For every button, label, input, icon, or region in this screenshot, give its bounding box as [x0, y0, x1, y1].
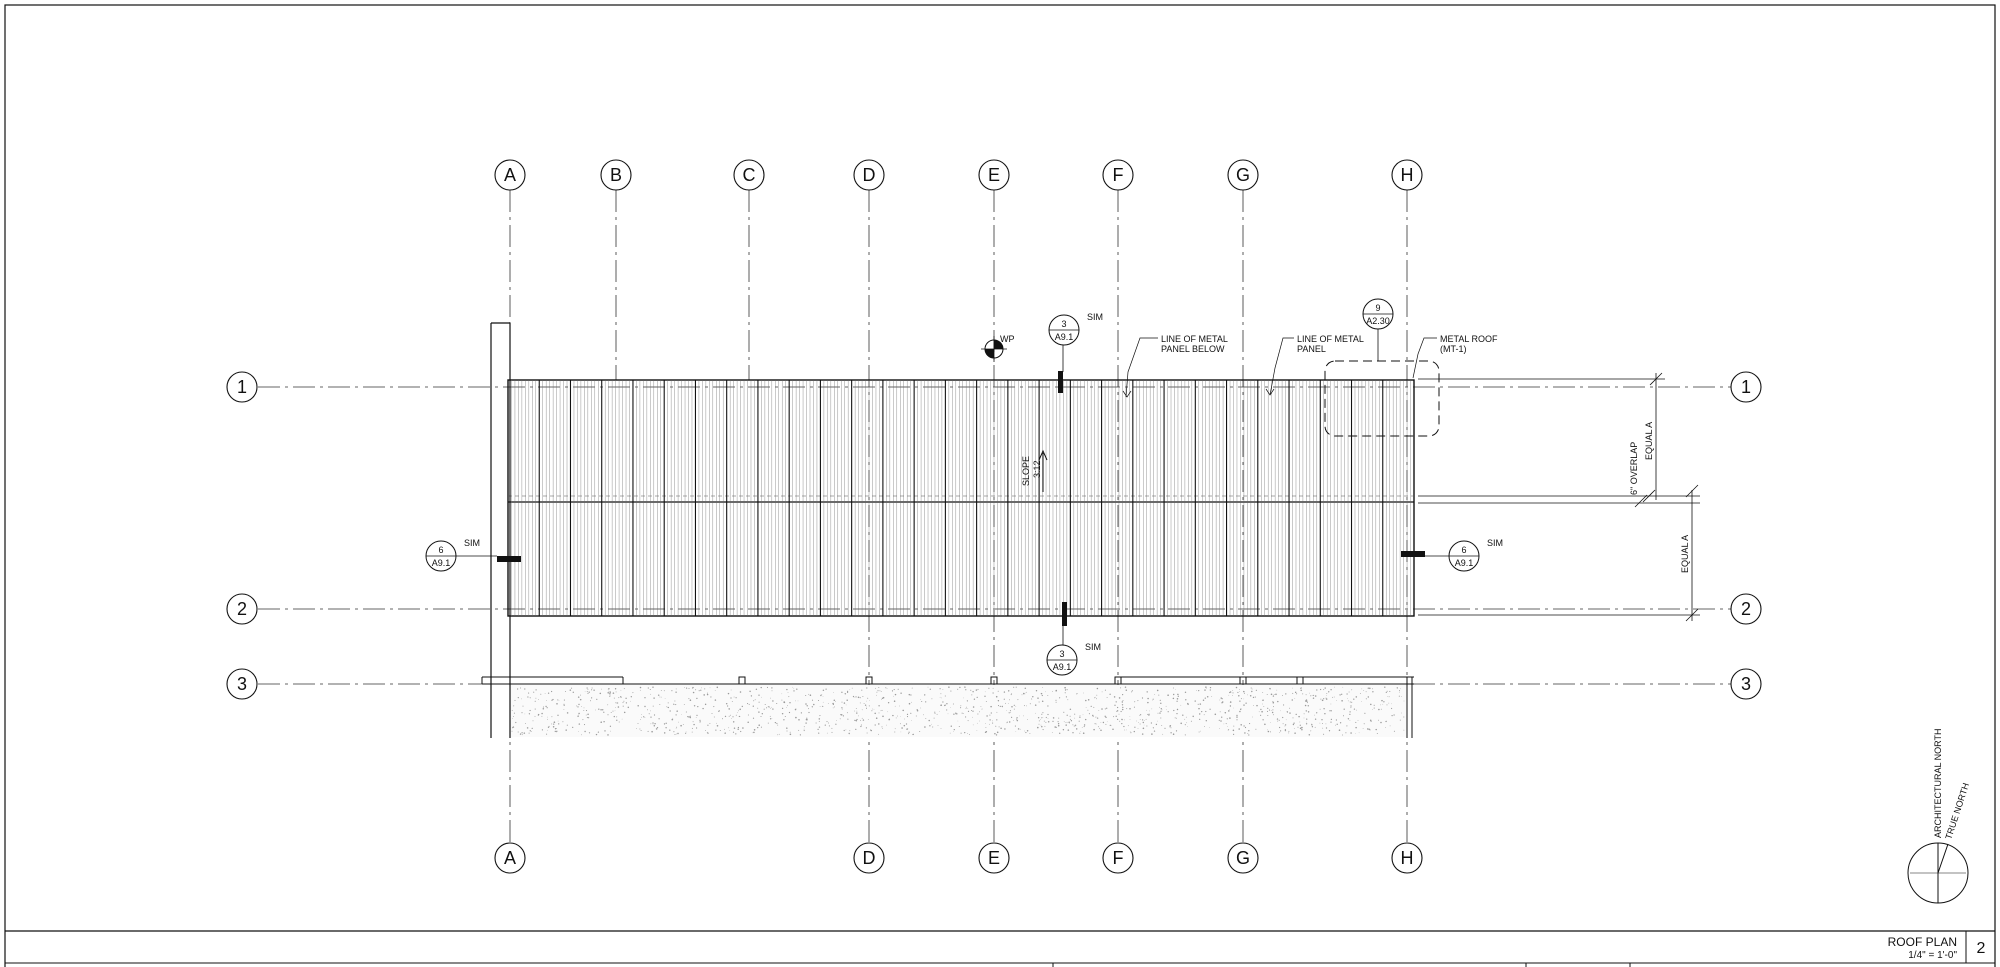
drawing-scale: 1/4" = 1'-0" [1908, 950, 1957, 961]
section-markers [497, 371, 1425, 626]
dim-overlap: 6" OVERLAP [1629, 442, 1639, 495]
grid-bubble-top-g: G [1227, 159, 1259, 191]
grid-bubble-bottom-g-label: G [1236, 848, 1250, 868]
grid-bubble-left-3-label: 3 [237, 674, 247, 694]
north-arrow: ARCHITECTURAL NORTH TRUE NORTH [1907, 728, 1971, 904]
leader-notes: LINE OF METAL PANEL BELOW LINE OF METAL … [1122, 334, 1498, 398]
note-metal-panel-1: LINE OF METAL [1297, 334, 1364, 344]
note-metal-panel-2: PANEL [1297, 344, 1326, 354]
ref-right-sheet: A9.1 [1455, 558, 1474, 568]
ref-left-sim: SIM [464, 538, 480, 548]
grid-bubble-right-3-label: 3 [1741, 674, 1751, 694]
workpoint-label: WP [1000, 334, 1015, 344]
drawing-number: 2 [1977, 940, 1986, 957]
grid-bubble-left-2: 2 [226, 593, 258, 625]
drawing-title: ROOF PLAN [1888, 935, 1957, 949]
detail-ref-left: 6 A9.1 SIM [425, 538, 497, 572]
grid-bubble-top-e: E [978, 159, 1010, 191]
roof-detail-callout: 9 A2.30 [1324, 298, 1440, 437]
ref-right-number: 6 [1461, 545, 1466, 555]
ref-right-sim: SIM [1487, 538, 1503, 548]
dim-equal-top: EQUAL A [1644, 422, 1654, 460]
grid-bubble-top-b: B [600, 159, 632, 191]
dimension-strings [1418, 372, 1700, 622]
grid-bubble-bottom-a-label: A [504, 848, 516, 868]
north-true-label: TRUE NORTH [1943, 782, 1971, 841]
left-wall [490, 322, 511, 738]
ref-bottom-number: 3 [1059, 649, 1064, 659]
grid-bubble-bottom-h-label: H [1401, 848, 1414, 868]
grid-bubble-bottom-e-label: E [988, 848, 1000, 868]
grid-bubble-top-d: D [853, 159, 885, 191]
grid-bubble-right-2: 2 [1730, 593, 1762, 625]
note-metal-roof-1: METAL ROOF [1440, 334, 1498, 344]
grid-bubble-bottom-f: F [1102, 842, 1134, 874]
grid-bubble-left-1-label: 1 [237, 377, 247, 397]
grid-bubble-bottom-d: D [853, 842, 885, 874]
sheet-border [4, 4, 1996, 967]
grid-bubble-bottom-e: E [978, 842, 1010, 874]
roof-callout-number: 9 [1375, 303, 1380, 313]
grid-bubble-left-3: 3 [226, 668, 258, 700]
detail-ref-right: 6 A9.1 SIM [1425, 538, 1503, 572]
metal-roof-panels [507, 379, 1415, 617]
ref-bottom-sim: SIM [1085, 642, 1101, 652]
grid-bubble-top-d-label: D [863, 165, 876, 185]
grid-bubble-top-h: H [1391, 159, 1423, 191]
ref-top-sheet: A9.1 [1055, 332, 1074, 342]
grid-lines [258, 190, 1732, 842]
workpoint-symbol: WP [981, 334, 1015, 362]
grid-bubbles: A B C D E F G H A D E F G H 1 1 2 2 3 3 [226, 159, 1762, 874]
row-3-beam [481, 676, 1414, 738]
note-metal-panel-below-2: PANEL BELOW [1161, 344, 1225, 354]
ref-top-number: 3 [1061, 319, 1066, 329]
grid-bubble-left-1: 1 [226, 371, 258, 403]
ground-slab [510, 685, 1407, 737]
ref-bottom-sheet: A9.1 [1053, 662, 1072, 672]
grid-bubble-bottom-d-label: D [863, 848, 876, 868]
ref-left-sheet: A9.1 [432, 558, 451, 568]
dim-equal-bottom: EQUAL A [1680, 535, 1690, 573]
grid-bubble-left-2-label: 2 [237, 599, 247, 619]
detail-ref-top-center: 3 A9.1 SIM [1048, 312, 1103, 372]
note-metal-panel-below-1: LINE OF METAL [1161, 334, 1228, 344]
grid-bubble-top-c-label: C [743, 165, 756, 185]
title-block: ROOF PLAN 1/4" = 1'-0" 2 [5, 930, 1995, 967]
ref-left-number: 6 [438, 545, 443, 555]
grid-bubble-top-c: C [733, 159, 765, 191]
grid-bubble-bottom-h: H [1391, 842, 1423, 874]
grid-bubble-top-f-label: F [1113, 165, 1124, 185]
grid-bubble-right-1: 1 [1730, 371, 1762, 403]
grid-bubble-right-3: 3 [1730, 668, 1762, 700]
slope-indicator: SLOPE 3:12 [1021, 449, 1048, 492]
slope-label: SLOPE [1021, 456, 1031, 486]
grid-bubble-top-b-label: B [610, 165, 622, 185]
roof-callout-sheet: A2.30 [1366, 316, 1390, 326]
grid-bubble-right-2-label: 2 [1741, 599, 1751, 619]
grid-bubble-bottom-f-label: F [1113, 848, 1124, 868]
grid-bubble-top-a: A [494, 159, 526, 191]
grid-bubble-top-a-label: A [504, 165, 516, 185]
grid-bubble-top-e-label: E [988, 165, 1000, 185]
grid-bubble-top-f: F [1102, 159, 1134, 191]
grid-bubble-right-1-label: 1 [1741, 377, 1751, 397]
grid-bubble-bottom-a: A [494, 842, 526, 874]
north-architectural-label: ARCHITECTURAL NORTH [1933, 728, 1943, 838]
note-metal-roof-2: (MT-1) [1440, 344, 1467, 354]
detail-ref-bottom-center: 3 A9.1 SIM [1046, 626, 1101, 676]
grid-bubble-top-h-label: H [1401, 165, 1414, 185]
slope-value: 3:12 [1032, 460, 1042, 478]
ref-top-sim: SIM [1087, 312, 1103, 322]
grid-bubble-top-g-label: G [1236, 165, 1250, 185]
grid-bubble-bottom-g: G [1227, 842, 1259, 874]
